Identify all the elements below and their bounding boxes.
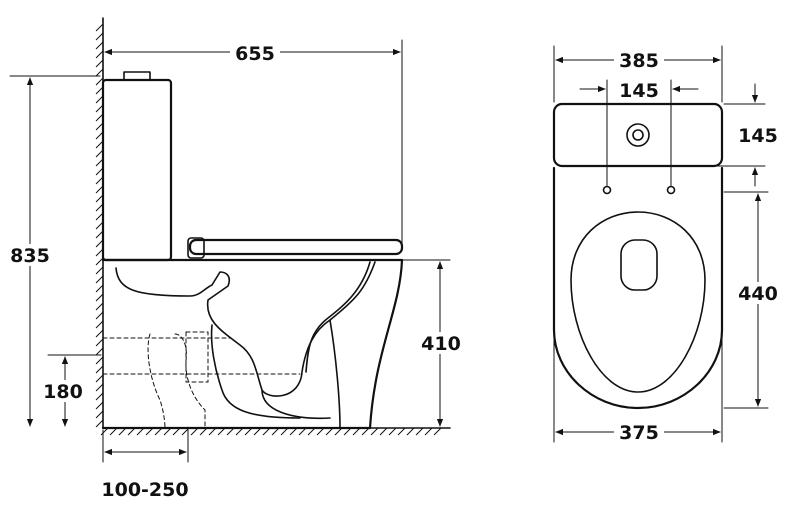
label-bowl-width: 375	[619, 422, 659, 444]
label-seat-length: 440	[738, 283, 778, 305]
dim-outlet-height: 180	[40, 354, 102, 427]
tank-top	[552, 102, 724, 168]
dim-outlet-offset: 100-250	[101, 429, 189, 501]
top-view: 385 145 145 440	[552, 45, 784, 444]
dim-tank-width: 385	[553, 45, 723, 103]
label-bowl-height: 410	[421, 333, 461, 355]
bowl-top	[552, 166, 724, 410]
bowl-side	[101, 258, 404, 430]
label-total-length: 655	[235, 43, 275, 65]
dim-seat-length: 440	[723, 191, 784, 409]
fixing-hole-left	[602, 185, 612, 195]
dim-tank-depth: 145	[675, 83, 778, 187]
flush-button-icon	[626, 123, 650, 147]
seat-side	[187, 237, 404, 259]
fixing-hole-right	[666, 185, 676, 195]
cistern-side	[101, 71, 173, 262]
dim-total-height: 835	[6, 75, 101, 427]
side-view: 655 835 180 410 100-250	[6, 17, 468, 501]
dim-bowl-width: 375	[553, 339, 723, 444]
label-fixing-spacing: 145	[619, 80, 659, 102]
label-outlet-offset: 100-250	[101, 479, 188, 501]
label-tank-depth: 145	[738, 125, 778, 147]
label-total-height: 835	[10, 245, 50, 267]
label-tank-width: 385	[619, 50, 659, 72]
dim-bowl-height: 410	[401, 259, 468, 427]
outlet-dashed	[102, 331, 301, 429]
dim-total-length: 655	[104, 39, 403, 245]
label-outlet-height: 180	[43, 381, 83, 403]
drain-opening	[620, 239, 658, 291]
dim-fixing-spacing: 145	[579, 79, 699, 187]
